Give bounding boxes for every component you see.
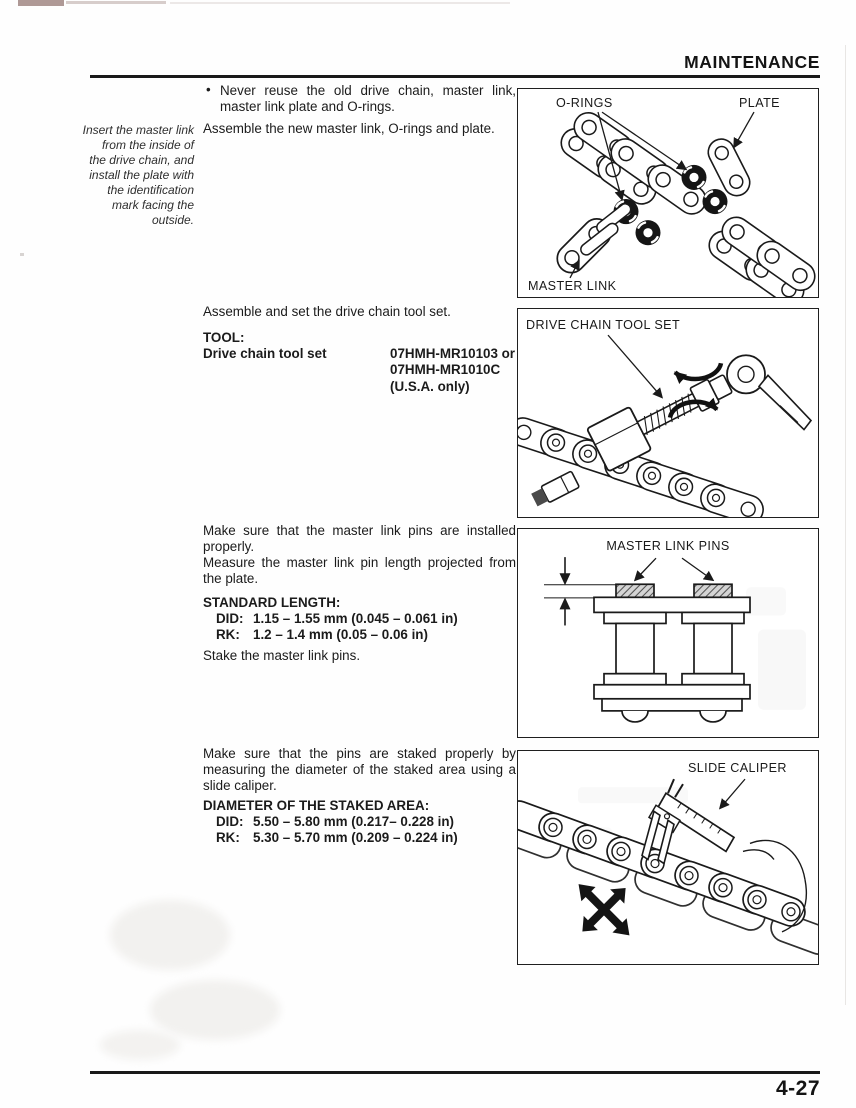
hand-outline [742, 839, 808, 933]
spec-label: RK: [216, 627, 240, 643]
spec-value: 5.30 – 5.70 mm (0.209 – 0.224 in) [253, 830, 458, 846]
tool-name: Drive chain tool set [203, 346, 327, 362]
spec-row-did: DID: 1.15 – 1.55 mm (0.045 – 0.061 in) [203, 611, 516, 627]
tool-part-number-line: 07HMH-MR10103 or [390, 346, 516, 362]
paragraph-pin-length: Measure the master link pin length proje… [203, 555, 516, 587]
scan-artifact [20, 253, 24, 256]
plate-illustration [707, 138, 751, 197]
ratchet-illustration [726, 354, 813, 431]
figure-label-plate: PLATE [739, 96, 780, 110]
spec-label: DID: [216, 611, 244, 627]
figure-callout-arrow [718, 778, 746, 810]
tool-spec-block: TOOL: Drive chain tool set 07HMH-MR10103… [203, 330, 516, 395]
figure-label-master-link-pins: MASTER LINK PINS [606, 539, 729, 553]
figure-master-link-assembly: O-RINGS PLATE MASTER LINK [517, 88, 819, 298]
chain-illustration [518, 796, 818, 959]
page-header-title: MAINTENANCE [684, 52, 820, 72]
rotation-arrows [667, 362, 724, 419]
scan-artifact [170, 2, 510, 4]
spec-value: 1.2 – 1.4 mm (0.05 – 0.06 in) [253, 627, 428, 643]
spec-row-rk: RK: 5.30 – 5.70 mm (0.209 – 0.224 in) [203, 830, 516, 846]
scan-artifact [578, 787, 688, 804]
figure-slide-caliper: SLIDE CALIPER [517, 750, 819, 965]
tool-part-numbers: 07HMH-MR10103 or 07HMH-MR1010C (U.S.A. o… [390, 346, 515, 395]
figure-drive-chain-tool-set: DRIVE CHAIN TOOL SET [517, 308, 819, 518]
tool-spec-heading: TOOL: [203, 330, 245, 345]
scan-artifact [66, 1, 166, 4]
scan-artifact [18, 0, 64, 6]
margin-note: Insert the master link from the inside o… [82, 123, 194, 227]
scan-artifact [110, 900, 230, 970]
figure-label-slide-caliper: SLIDE CALIPER [688, 761, 787, 775]
staked-diameter-heading: DIAMETER OF THE STAKED AREA: [203, 798, 430, 813]
tool-body-illustration [586, 374, 733, 472]
paragraph-assemble-plate: Assemble the new master link, O-rings an… [203, 121, 495, 136]
figure-callout-arrow [607, 334, 664, 399]
scan-artifact [758, 629, 806, 710]
chain-strand-illustration [554, 106, 818, 297]
spec-value: 1.15 – 1.55 mm (0.045 – 0.061 in) [253, 611, 458, 627]
tool-part-number-line: (U.S.A. only) [390, 378, 470, 394]
figure-label-tool-set: DRIVE CHAIN TOOL SET [526, 318, 680, 332]
standard-length-heading: STANDARD LENGTH: [203, 595, 341, 610]
bullet-text: Never reuse the old drive chain, master … [220, 83, 516, 115]
paragraph-stake-pins: Stake the master link pins. [203, 648, 361, 663]
scan-artifact [746, 587, 786, 616]
footer-rule [90, 1071, 820, 1074]
spec-label: DID: [216, 814, 244, 830]
page-edge-shadow [845, 45, 846, 1005]
caliper-illustration [641, 778, 736, 865]
bullet-marker: • [206, 82, 211, 97]
paragraph-assemble-tool: Assemble and set the drive chain tool se… [203, 304, 451, 319]
bullet-list-item: • Never reuse the old drive chain, maste… [203, 82, 516, 115]
figure-master-link-pins: MASTER LINK PINS [517, 528, 819, 738]
scan-artifact [100, 1030, 180, 1060]
chain-cross-section [593, 583, 751, 723]
paragraph-staked-check: Make sure that the pins are staked prope… [203, 746, 516, 794]
paragraph-pins-installed: Make sure that the master link pins are … [203, 523, 516, 555]
wiggle-arrows [578, 884, 630, 936]
spec-value: 5.50 – 5.80 mm (0.217– 0.228 in) [253, 814, 454, 830]
spec-label: RK: [216, 830, 240, 846]
figure-label-orings: O-RINGS [556, 96, 613, 110]
bolt-illustration [531, 470, 580, 507]
spec-row-did: DID: 5.50 – 5.80 mm (0.217– 0.228 in) [203, 814, 516, 830]
figure-callout-arrows [569, 111, 755, 279]
figure-callout-arrows [633, 557, 715, 582]
figure-label-master-link: MASTER LINK [528, 279, 617, 293]
tool-part-number-line: 07HMH-MR1010C [390, 362, 501, 378]
standard-length-block: STANDARD LENGTH: DID: 1.15 – 1.55 mm (0.… [203, 595, 516, 644]
scan-artifact [150, 980, 280, 1040]
staked-diameter-block: DIAMETER OF THE STAKED AREA: DID: 5.50 –… [203, 798, 516, 847]
spec-row-rk: RK: 1.2 – 1.4 mm (0.05 – 0.06 in) [203, 627, 516, 643]
page-number: 4-27 [775, 1077, 820, 1100]
measurement-arrows [544, 557, 616, 626]
master-link-illustration [556, 203, 632, 274]
header-rule [90, 75, 820, 78]
